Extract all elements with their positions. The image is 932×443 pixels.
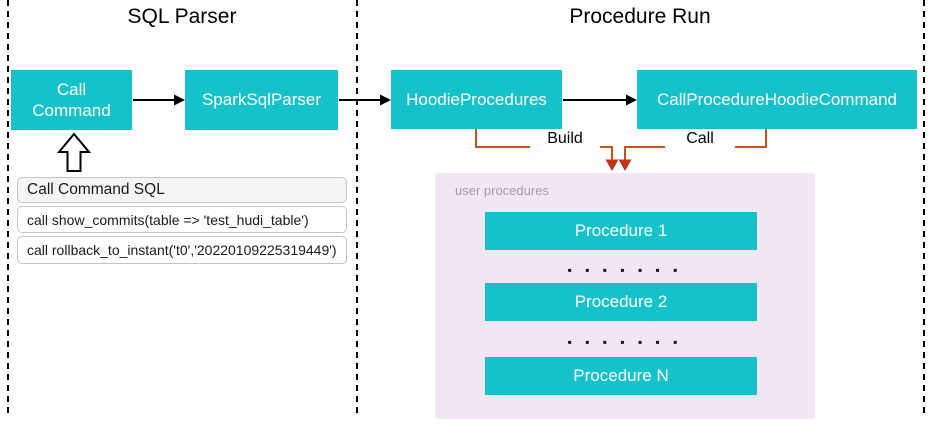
section-title-procedure-run: Procedure Run bbox=[569, 5, 711, 28]
sql-panel-header: Call Command SQL bbox=[17, 177, 347, 203]
build-edge-label: Build bbox=[530, 130, 600, 148]
ellipsis-dots: ▪ ▪ ▪ ▪ ▪ ▪ ▪ bbox=[567, 263, 683, 277]
sql-statement-row: call show_commits(table => 'test_hudi_ta… bbox=[17, 206, 347, 233]
arrow-right-icon bbox=[339, 94, 391, 106]
procedure-box: Procedure N bbox=[485, 357, 757, 395]
node-spark-sql-parser: SparkSqlParser bbox=[185, 70, 338, 130]
arrow-right-icon bbox=[133, 94, 185, 106]
call-edge-label: Call bbox=[665, 130, 735, 148]
node-hoodie-procedures: HoodieProcedures bbox=[391, 70, 562, 129]
ellipsis-dots: ▪ ▪ ▪ ▪ ▪ ▪ ▪ bbox=[567, 335, 683, 349]
up-arrow-icon bbox=[56, 132, 92, 172]
procedure-box: Procedure 1 bbox=[485, 212, 757, 250]
node-call-procedure-hoodie-command: CallProcedureHoodieCommand bbox=[637, 70, 917, 129]
sql-statement-row: call rollback_to_instant('t0','202201092… bbox=[17, 236, 347, 264]
arrow-right-icon bbox=[563, 94, 637, 106]
procedure-box: Procedure 2 bbox=[485, 283, 757, 321]
user-procedures-label: user procedures bbox=[455, 183, 549, 198]
section-divider-middle bbox=[356, 0, 358, 413]
section-divider-right bbox=[923, 0, 925, 413]
node-call-command: Call Command bbox=[11, 70, 132, 130]
section-divider-left bbox=[7, 0, 9, 413]
user-procedures-panel: user procedures Procedure 1 ▪ ▪ ▪ ▪ ▪ ▪ … bbox=[435, 173, 815, 419]
section-title-sql-parser: SQL Parser bbox=[127, 5, 237, 28]
